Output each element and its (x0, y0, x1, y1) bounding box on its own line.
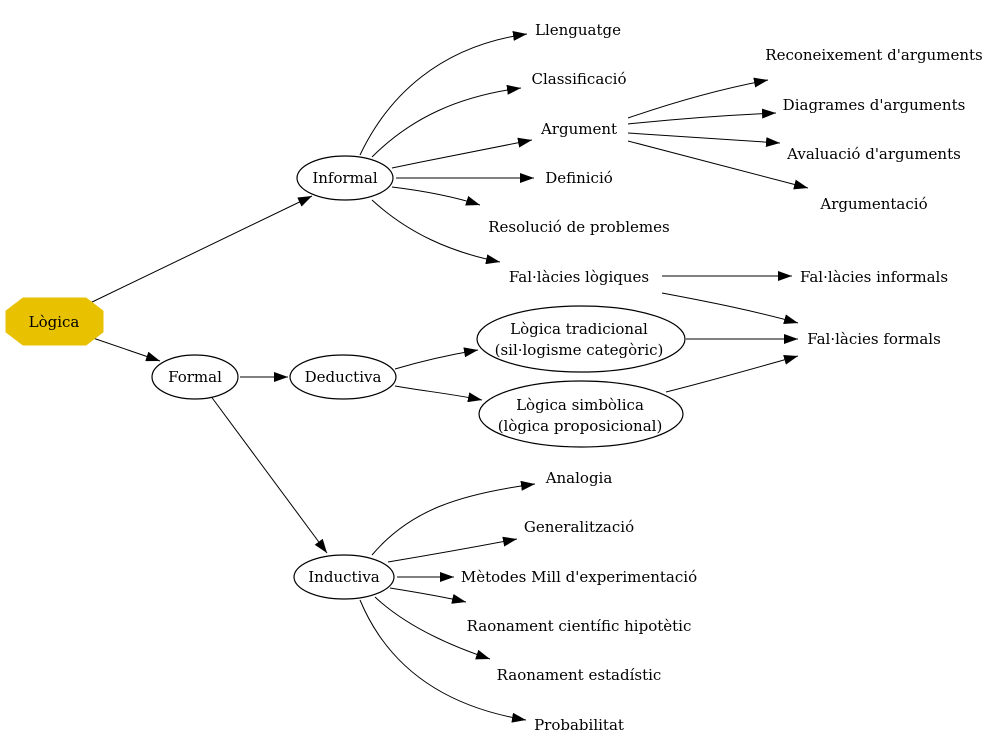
node-raonament-estadistic[interactable]: Raonament estadístic (497, 666, 662, 684)
node-logica-tradicional-ellipse (476, 305, 686, 373)
node-generalitzacio[interactable]: Generalització (524, 518, 634, 536)
edge-inductiva-estadistic (374, 596, 491, 660)
edge-inductiva-analogia (371, 480, 536, 556)
node-formal-ellipse (151, 354, 239, 400)
node-informal[interactable]: Informal (296, 155, 394, 201)
edge-informal-fallacies-logiques (371, 199, 501, 265)
edge-argument-reconeixement (627, 77, 769, 119)
edge-argument-argumentacio (627, 140, 809, 190)
node-logica-simbolica[interactable]: Lògica simbòlica (lògica proposicional) (478, 380, 684, 448)
node-argumentacio[interactable]: Argumentació (819, 195, 927, 213)
edge-informal-resolucio (391, 186, 481, 206)
edge-informal-argument (391, 137, 533, 169)
node-reconeixement-arguments[interactable]: Reconeixement d'arguments (765, 46, 982, 64)
edge-argument-avaluacio (627, 132, 781, 148)
edge-logica-informal (87, 195, 313, 305)
node-logica-simbolica-line1: Lògica simbòlica (516, 396, 644, 414)
node-resolucio-problemes[interactable]: Resolució de problemes (488, 218, 669, 236)
node-fallacies-logiques[interactable]: Fal·làcies lògiques (509, 268, 649, 286)
leaf-nodes: Llenguatge Classificació Argument Defini… (461, 21, 983, 734)
node-avaluacio-arguments[interactable]: Avaluació d'arguments (786, 145, 961, 163)
node-logica-tradicional-line2: (sil·logisme categòric) (495, 341, 664, 359)
edge-informal-classificacio (371, 84, 522, 158)
node-logica-tradicional[interactable]: Lògica tradicional (sil·logisme categòri… (476, 305, 686, 373)
edge-informal-llenguatge (359, 30, 528, 156)
node-logica-tradicional-line1: Lògica tradicional (510, 320, 648, 338)
node-deductiva[interactable]: Deductiva (289, 354, 397, 400)
edge-formal-inductiva (209, 394, 328, 554)
edge-argument-diagrames (627, 108, 777, 125)
edge-inductiva-cientific (389, 587, 467, 604)
node-formal-label: Formal (168, 368, 222, 386)
node-logica-label: Lògica (29, 313, 80, 331)
node-inductiva-label: Inductiva (308, 568, 380, 586)
edge-deductiva-simbolica (394, 385, 483, 403)
edge-deductiva-tradicional (394, 347, 479, 370)
edge-inductiva-probabilitat (359, 599, 527, 723)
node-fallacies-informals[interactable]: Fal·làcies informals (800, 268, 948, 286)
edge-simbolica-fallacies-formals (665, 354, 799, 393)
node-logica-simbolica-line2: (lògica proposicional) (498, 417, 663, 435)
edge-logica-formal (89, 336, 161, 362)
node-deductiva-ellipse (289, 354, 397, 400)
root-octagon (5, 297, 104, 346)
edges (87, 30, 809, 723)
node-informal-label: Informal (312, 169, 378, 187)
node-diagrames-arguments[interactable]: Diagrames d'arguments (783, 96, 966, 114)
node-inductiva-ellipse (293, 554, 395, 600)
node-argument[interactable]: Argument (540, 120, 617, 138)
edge-fallacies-logiques-formals (661, 292, 799, 325)
node-analogia[interactable]: Analogia (545, 469, 613, 487)
node-probabilitat[interactable]: Probabilitat (534, 716, 624, 734)
node-classificacio[interactable]: Classificació (532, 70, 627, 88)
node-logica[interactable]: Lògica (5, 297, 104, 346)
node-formal[interactable]: Formal (151, 354, 239, 400)
node-raonament-cientific[interactable]: Raonament científic hipotètic (467, 617, 692, 635)
node-inductiva[interactable]: Inductiva (293, 554, 395, 600)
node-definicio[interactable]: Definició (545, 169, 613, 187)
node-informal-ellipse (296, 155, 394, 201)
node-fallacies-formals[interactable]: Fal·làcies formals (807, 330, 941, 348)
node-deductiva-label: Deductiva (305, 368, 382, 386)
node-llenguatge[interactable]: Llenguatge (535, 21, 621, 39)
node-logica-simbolica-ellipse (478, 380, 684, 448)
node-metodes-mill[interactable]: Mètodes Mill d'experimentació (461, 568, 697, 586)
edge-inductiva-generalitzacio (387, 536, 518, 563)
